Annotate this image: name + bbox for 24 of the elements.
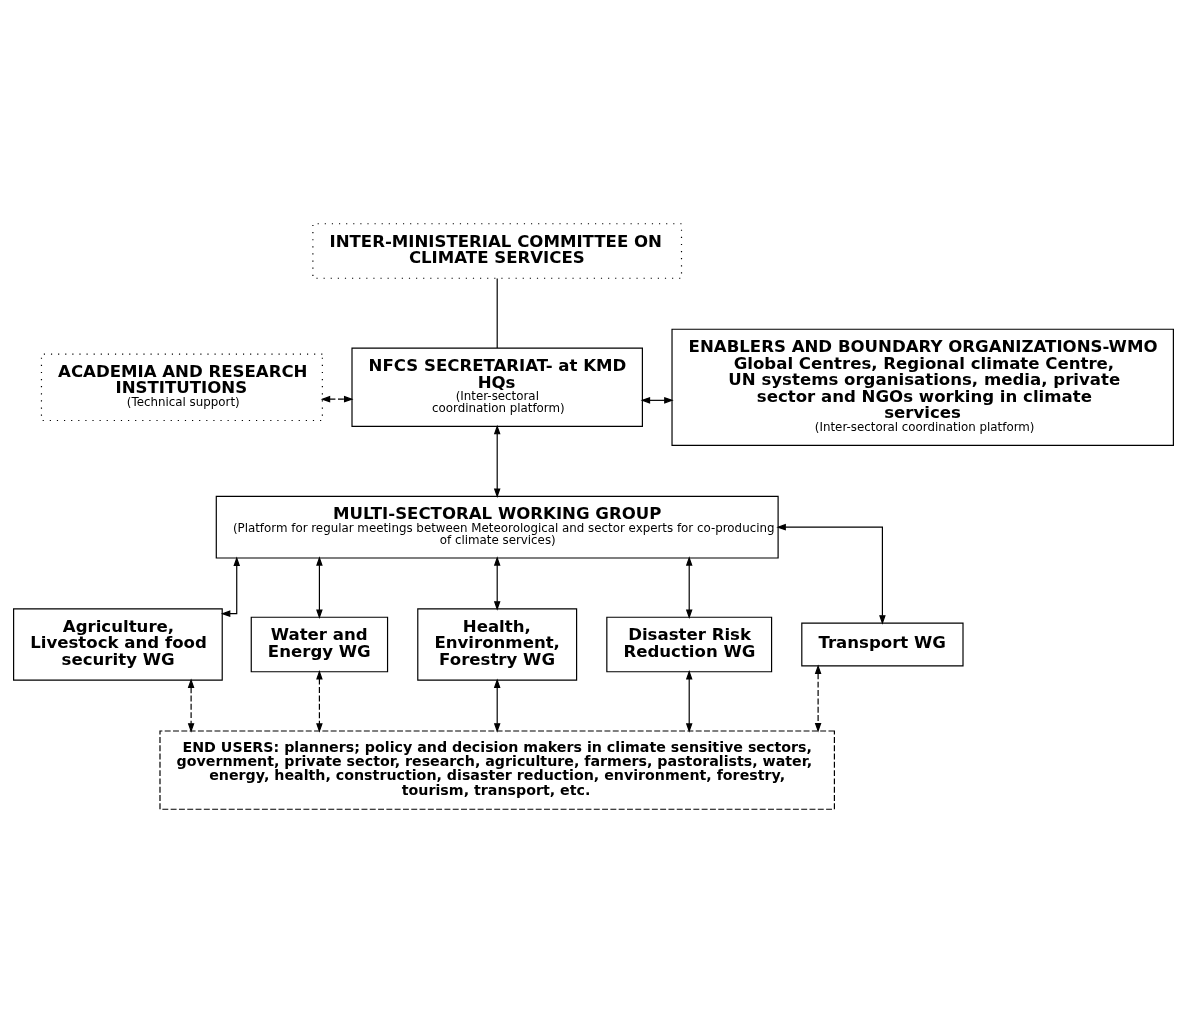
node-box: ENABLERS AND BOUNDARY ORGANIZATIONS-WMO Global Centres, Regional climate Centre, UN systems organisations, media, private sector and NGOs working in climate services (Inter-sectoral coordination platform) <box>671 328 1174 446</box>
connector <box>496 277 498 348</box>
arrow <box>220 556 241 617</box>
arrow <box>814 664 822 733</box>
node-box: Transport WG <box>801 622 964 666</box>
node-box: MULTI-SECTORAL WORKING GROUP (Platform for regular meetings between Meteorological and sector experts for co-producing of climate services) <box>215 495 779 559</box>
arrow <box>316 669 323 733</box>
node-box: ACADEMIA AND RESEARCH INSTITUTIONS (Technical support) <box>40 353 323 421</box>
arrow <box>493 555 501 611</box>
node-box: Disaster Risk Reduction WG <box>606 616 773 672</box>
node-box: END USERS: planners; policy and decision makers in climate sensitive sectors, government, private sector, research, agriculture, farmers, pastoralists, water, energy, health, construction, disaster reduction, environment, forestry, tourism, transport, etc. <box>159 729 835 810</box>
node-box: Health, Environment, Forestry WG <box>417 607 578 681</box>
node-box: INTER-MINISTERIAL COMMITTEE ON CLIMATE SERVICES <box>312 222 683 279</box>
arrow <box>685 555 693 619</box>
arrow <box>493 677 501 733</box>
arrow <box>187 677 195 733</box>
arrow <box>776 523 886 625</box>
node-box: NFCS SECRETARIAT- at KMD HQs (Inter-sectoral coordination platform) <box>351 347 643 427</box>
arrow <box>493 424 501 498</box>
arrow <box>685 669 693 733</box>
node-box: Agriculture, Livestock and food security WG <box>13 607 223 681</box>
arrow <box>320 395 354 402</box>
node-box: Water and Energy WG <box>250 616 389 672</box>
arrow <box>316 555 323 619</box>
